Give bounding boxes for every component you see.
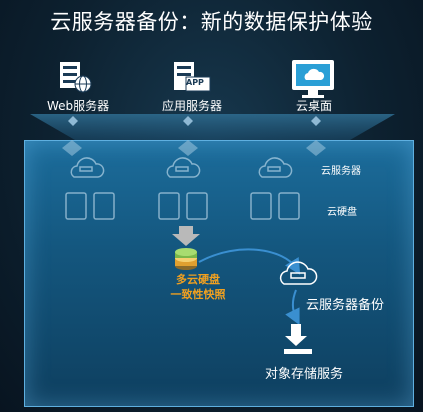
snapshot-label-line2: 一致性快照: [170, 288, 226, 301]
top-label-desktop: 云桌面: [296, 99, 333, 113]
funnel-shape: [30, 114, 395, 140]
cloud-disk-icon: [65, 192, 87, 220]
cloud-server-icons: [70, 157, 293, 178]
app-badge: APP: [186, 78, 204, 87]
row-label-servers: 云服务器: [321, 166, 361, 177]
backup-cloud-icon: [279, 261, 318, 285]
snapshot-stack-icon: [175, 248, 197, 270]
app-server-icon: [174, 62, 211, 92]
diagram-title: 云服务器备份：新的数据保护体验: [50, 10, 373, 34]
top-label-app: 应用服务器: [162, 99, 223, 113]
cloud-disk-icons: [65, 192, 300, 220]
web-server-icon: [60, 62, 92, 93]
cloud-disk-icon: [278, 192, 300, 220]
funnel-connectors: [68, 116, 321, 126]
flow-arrow-to-storage: [285, 289, 300, 326]
object-storage-icon: [284, 324, 312, 354]
cloud-server-icon: [258, 157, 293, 178]
cloud-disk-icon: [250, 192, 272, 220]
cloud-panel: [24, 140, 414, 407]
snapshot-label-line1: 多云硬盘: [176, 273, 220, 286]
backup-label: 云服务器备份: [306, 298, 385, 313]
cloud-desktop-icon: [292, 60, 334, 98]
cloud-server-icon: [166, 157, 201, 178]
storage-label: 对象存储服务: [265, 367, 344, 382]
down-arrow-icon: [172, 226, 200, 246]
cloud-disk-icon: [186, 192, 208, 220]
top-label-web: Web服务器: [47, 99, 110, 113]
row-label-disks: 云硬盘: [327, 207, 357, 218]
cloud-server-icon: [70, 157, 105, 178]
cloud-disk-icon: [93, 192, 115, 220]
flow-arrow-to-backup: [198, 248, 301, 275]
cloud-disk-icon: [158, 192, 180, 220]
snapshot-label: 多云硬盘 一致性快照: [168, 272, 228, 302]
